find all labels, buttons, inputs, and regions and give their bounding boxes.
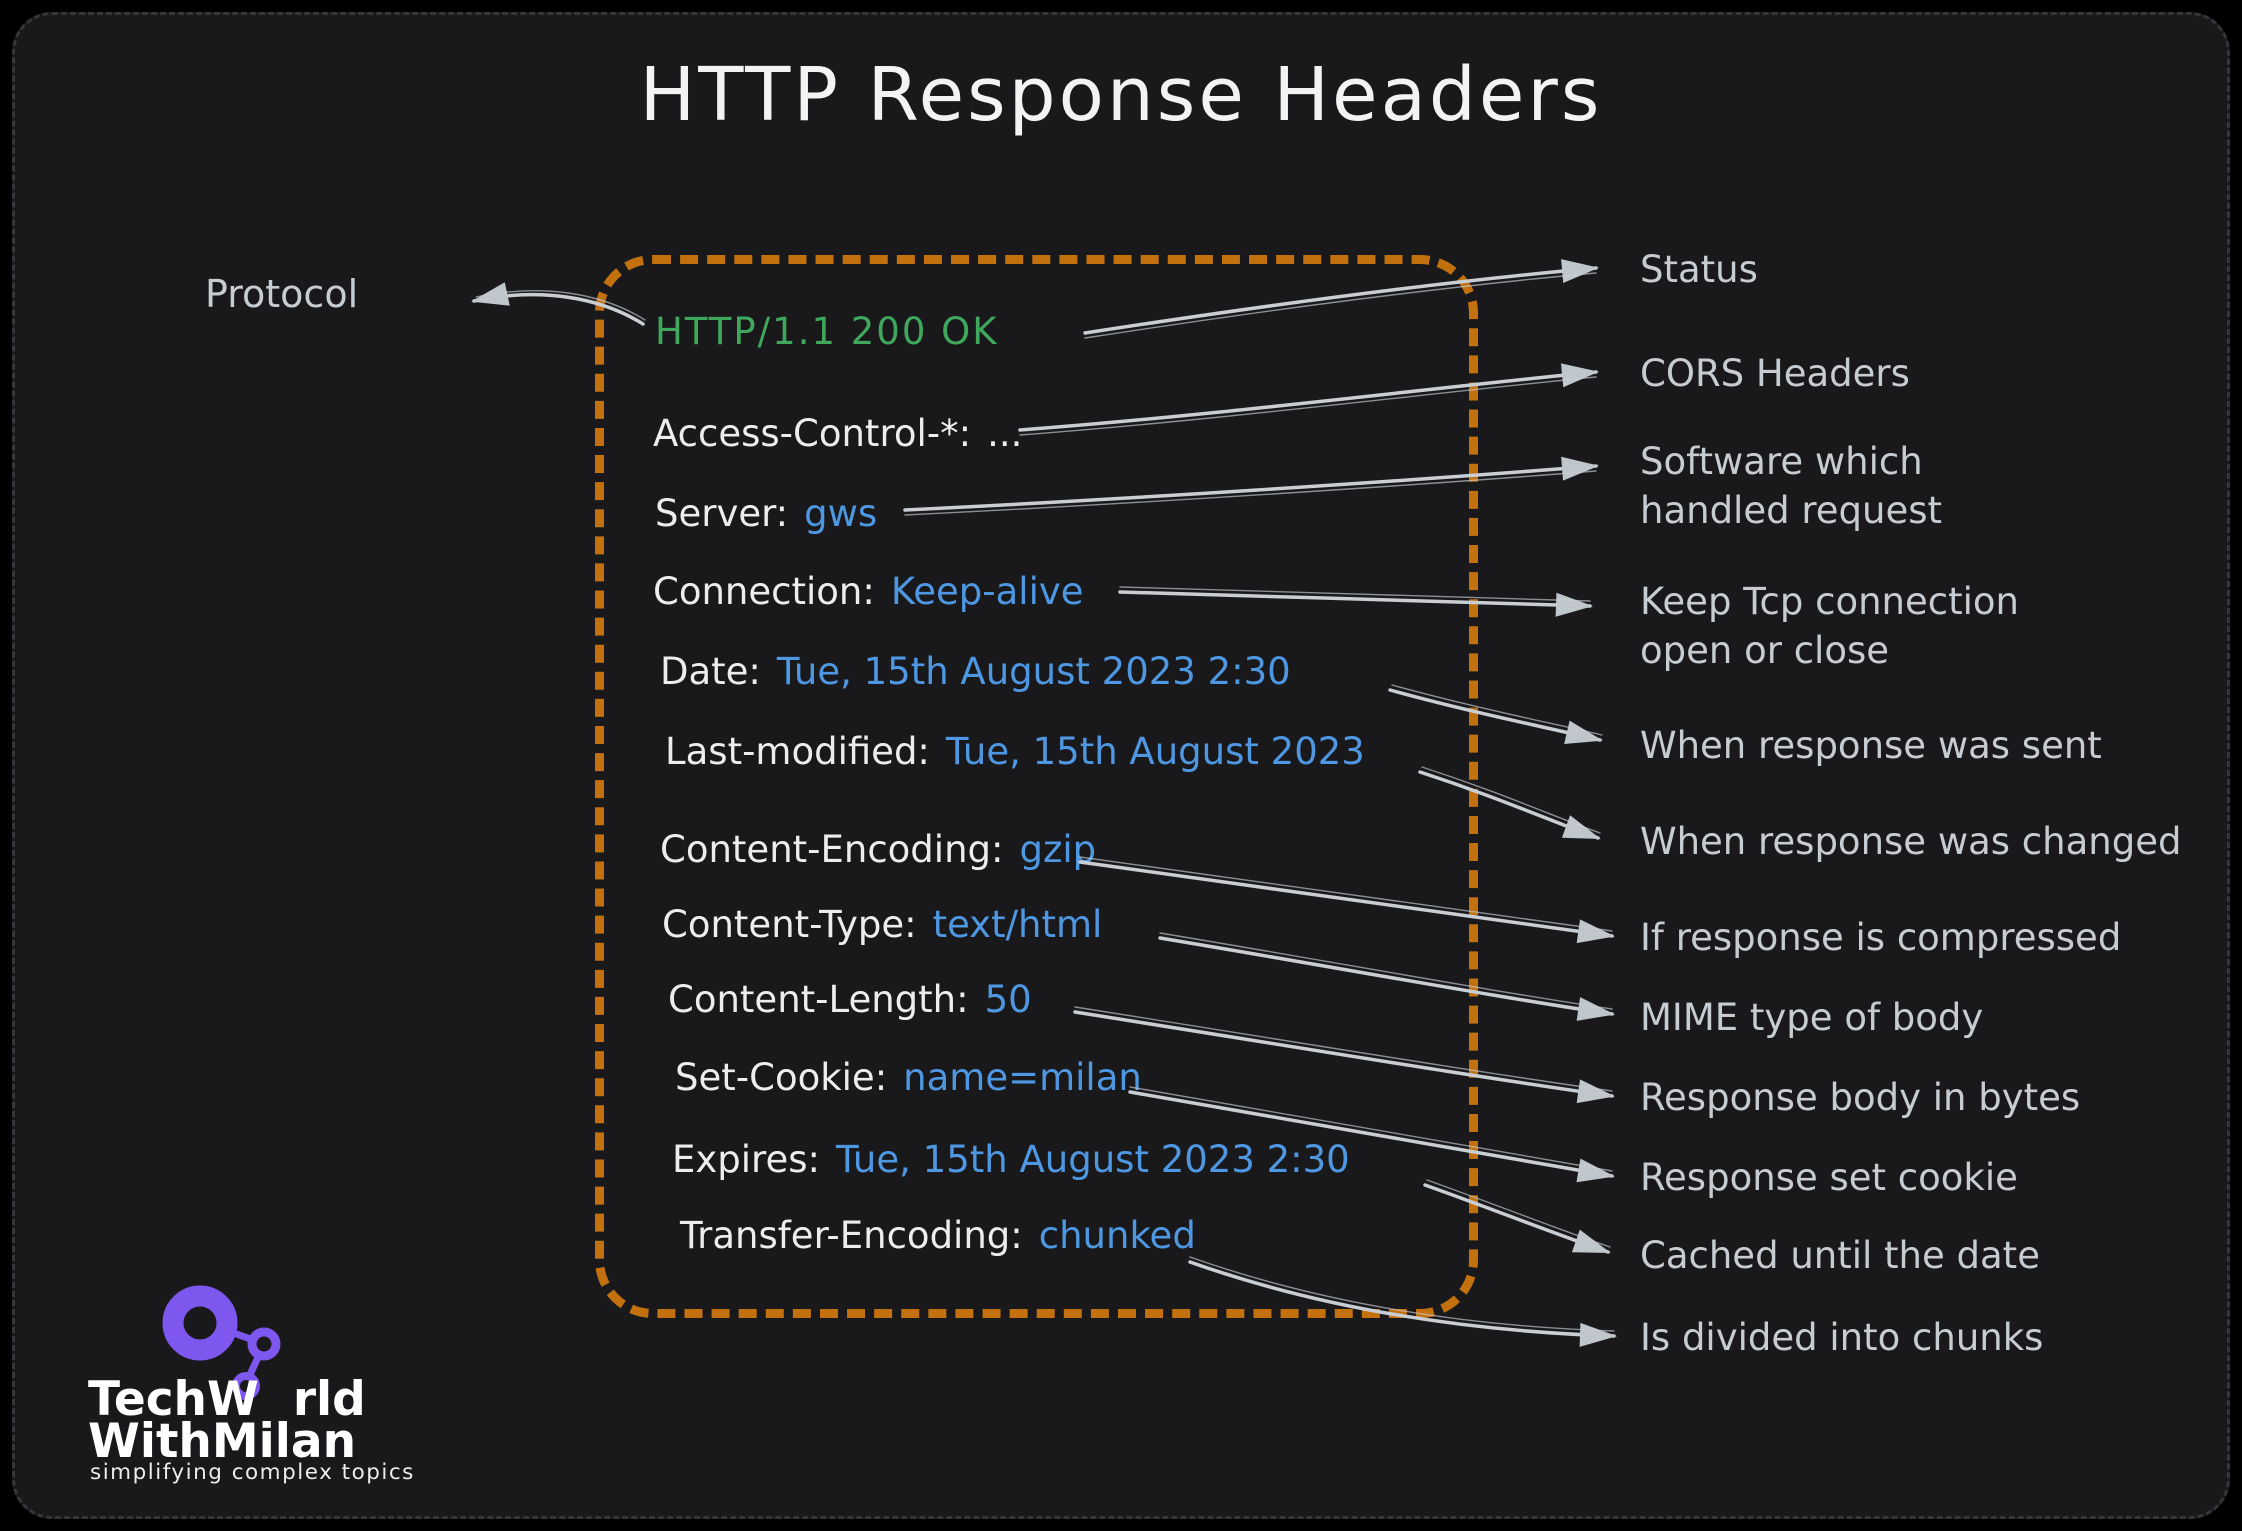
- header-row-access-control: Access-Control-*:...: [653, 412, 1023, 455]
- header-row-transfer-encoding: Transfer-Encoding:chunked: [680, 1214, 1196, 1257]
- status-line-text: HTTP/1.1 200 OK: [655, 310, 999, 353]
- annotation-compressed: If response is compressed: [1640, 916, 2122, 959]
- protocol-label: Protocol: [205, 272, 359, 316]
- annotation-body-bytes: Response body in bytes: [1640, 1076, 2081, 1119]
- header-row-last-modified: Last-modified:Tue, 15th August 2023: [665, 730, 1365, 773]
- annotation-chunks: Is divided into chunks: [1640, 1316, 2044, 1359]
- header-row-server: Server:gws: [655, 492, 878, 535]
- annotation-when-sent: When response was sent: [1640, 724, 2102, 767]
- annotation-when-changed: When response was changed: [1640, 820, 2182, 863]
- annotation-set-cookie: Response set cookie: [1640, 1156, 2018, 1199]
- annotation-software: Software which handled request: [1640, 440, 1942, 532]
- annotation-status: Status: [1640, 248, 1758, 291]
- annotation-keep-tcp: Keep Tcp connection open or close: [1640, 580, 2019, 672]
- header-row-set-cookie: Set-Cookie:name=milan: [675, 1056, 1142, 1099]
- header-row-content-length: Content-Length:50: [668, 978, 1032, 1021]
- header-row-connection: Connection:Keep-alive: [653, 570, 1084, 613]
- header-row-content-encoding: Content-Encoding:gzip: [660, 828, 1097, 871]
- brand-name-line2: WithMilan: [88, 1414, 357, 1469]
- annotation-mime-type: MIME type of body: [1640, 996, 1984, 1039]
- header-row-expires: Expires:Tue, 15th August 2023 2:30: [672, 1138, 1350, 1181]
- page-title: HTTP Response Headers: [639, 52, 1603, 138]
- header-row-content-type: Content-Type:text/html: [662, 903, 1103, 946]
- annotation-cors: CORS Headers: [1640, 352, 1910, 395]
- header-row-date: Date:Tue, 15th August 2023 2:30: [660, 650, 1291, 693]
- header-row-status-line: HTTP/1.1 200 OK: [655, 310, 999, 353]
- annotation-cached-until: Cached until the date: [1640, 1234, 2040, 1277]
- brand-tagline: simplifying complex topics: [90, 1460, 415, 1485]
